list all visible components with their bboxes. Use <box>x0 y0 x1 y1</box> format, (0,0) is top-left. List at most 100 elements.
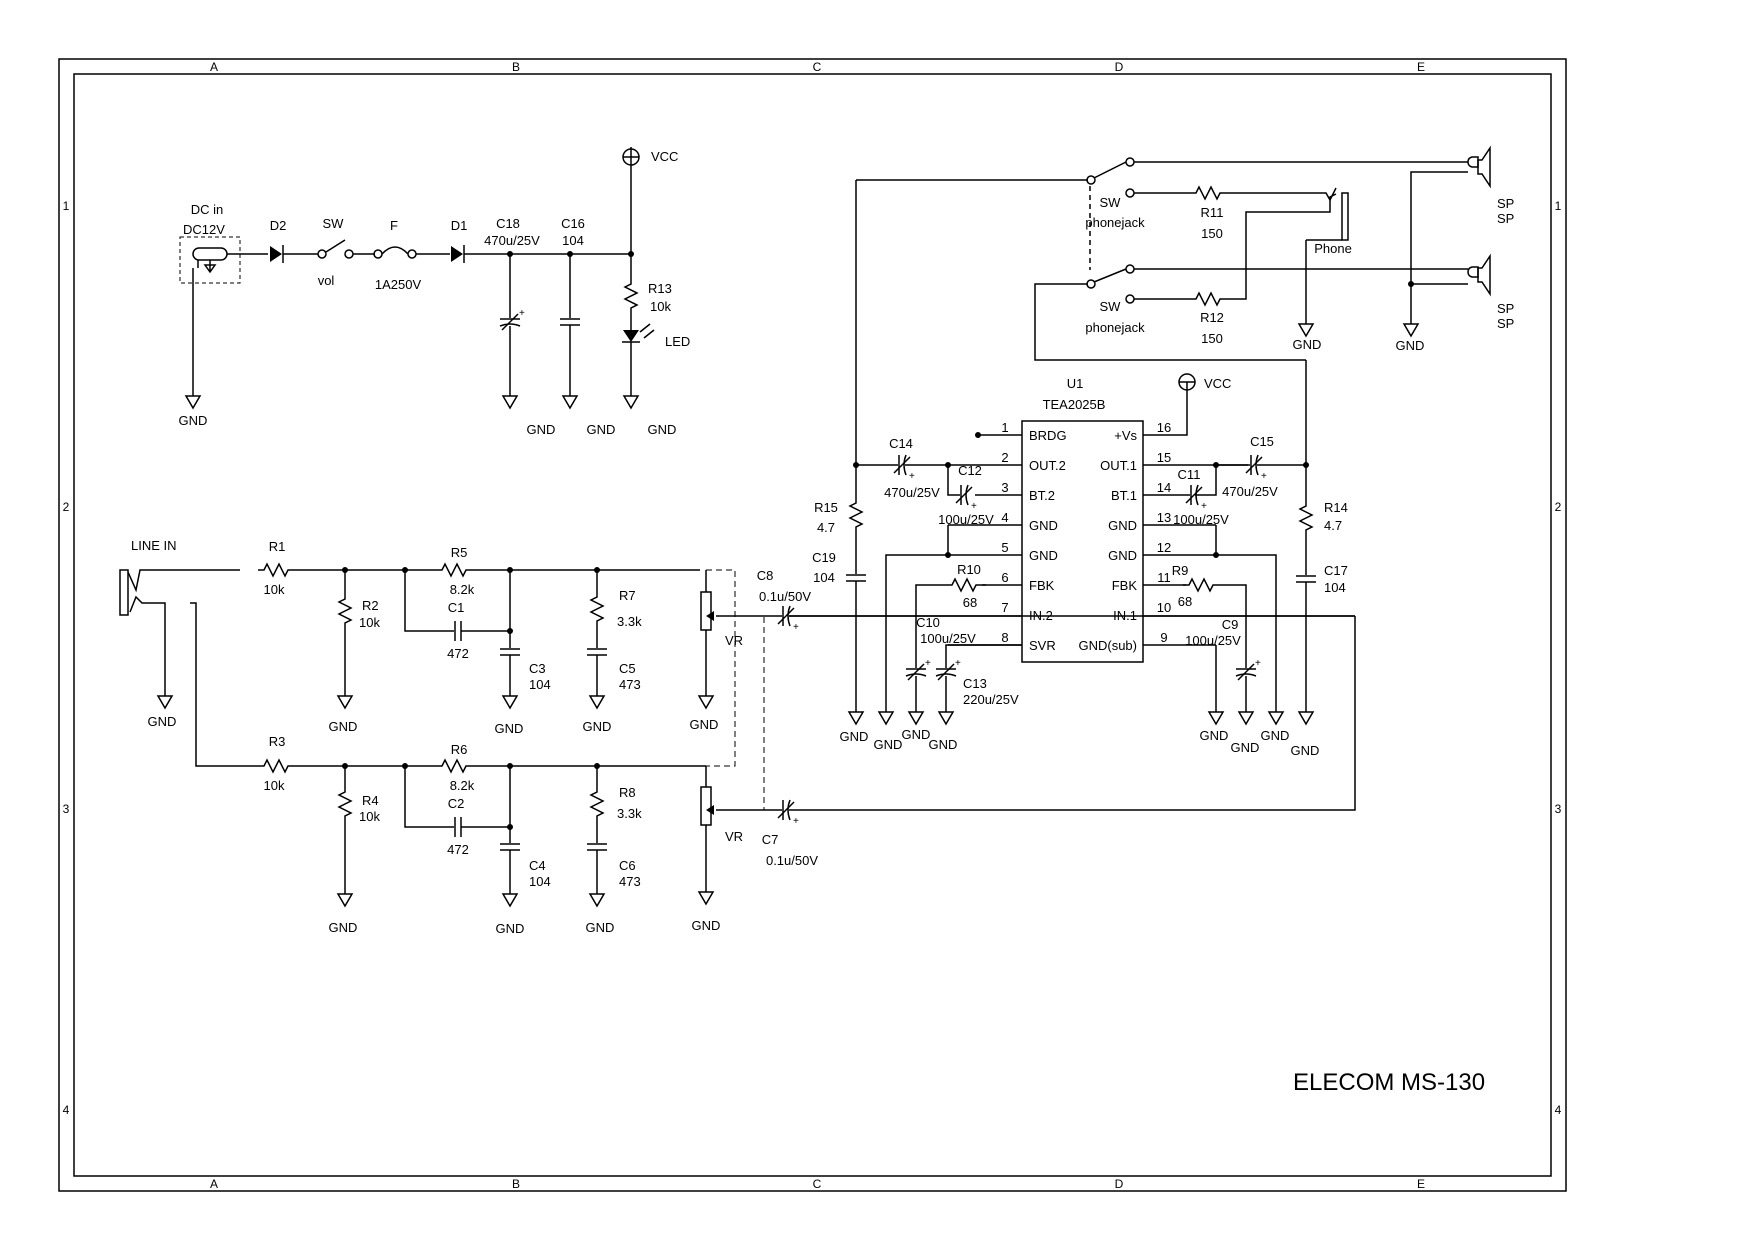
r11-label: R11 <box>1201 205 1224 220</box>
dc-jack-pin <box>192 247 228 261</box>
capacitor-c12 <box>955 484 978 513</box>
speaker-bottom <box>1477 253 1491 297</box>
potentiometer-vr-bottom <box>700 786 712 826</box>
r11-value: 150 <box>1201 226 1223 241</box>
c12-value: 100u/25V <box>938 512 994 527</box>
gnd-label-dcjack: GND <box>179 413 208 428</box>
c8-label: C8 <box>757 568 774 583</box>
zone-col-e-bottom: E <box>1417 1177 1425 1191</box>
gnd-symbol-vr-bottom <box>698 885 714 905</box>
r6-label: R6 <box>451 742 468 757</box>
c13-label: C13 <box>963 676 987 691</box>
zone-row-1-left: 1 <box>63 199 70 213</box>
gnd-symbol-c9 <box>1238 705 1254 725</box>
c3-label: C3 <box>529 661 546 676</box>
r5-label: R5 <box>451 545 468 560</box>
fuse-value: 1A250V <box>375 277 422 292</box>
gnd-symbol-c10 <box>908 705 924 725</box>
r2-value: 10k <box>359 615 380 630</box>
r4-value: 10k <box>359 809 380 824</box>
zone-row-4-left: 4 <box>63 1103 70 1117</box>
c11-label: C11 <box>1178 467 1201 482</box>
speaker-top-coil <box>1467 156 1479 168</box>
c19-label: C19 <box>812 550 836 565</box>
c17-label: C17 <box>1324 563 1348 578</box>
gnd-symbol-c5 <box>589 689 605 709</box>
resistor-r8 <box>590 785 604 823</box>
gnd-label-pin12: GND <box>1261 728 1290 743</box>
phone-jack <box>1341 192 1349 241</box>
c14-label: C14 <box>889 436 913 451</box>
ic-u1-body <box>1021 420 1144 663</box>
phonejack-switch-top-blade <box>1093 161 1127 179</box>
resistor-r11 <box>1189 186 1227 200</box>
r12-value: 150 <box>1201 331 1223 346</box>
pin-name-9: GND(sub) <box>1078 638 1137 653</box>
capacitor-c7 <box>777 799 800 828</box>
resistor-r13 <box>624 277 638 315</box>
sw-bottom-label: SW <box>1100 299 1122 314</box>
r8-value: 3.3k <box>617 806 642 821</box>
r9-value: 68 <box>1178 594 1192 609</box>
c10-label: C10 <box>916 615 940 630</box>
capacitor-c16 <box>559 318 581 326</box>
gnd-symbol-phone <box>1298 317 1314 337</box>
sw-value: vol <box>318 273 335 288</box>
r1-label: R1 <box>269 539 286 554</box>
r2-label: R2 <box>362 598 379 613</box>
zone-row-4-right: 4 <box>1555 1103 1562 1117</box>
capacitor-c15 <box>1245 454 1268 483</box>
pin-name-12: GND <box>1108 548 1137 563</box>
gnd-symbol-c4 <box>502 887 518 907</box>
dc-rating-label: DC12V <box>183 222 225 237</box>
zone-markers: A B C D E A B C D E 1 2 3 4 1 2 3 4 <box>63 60 1562 1191</box>
r13-label: R13 <box>648 281 672 296</box>
phonejack-switch-top-common <box>1086 175 1096 185</box>
line-in-jack <box>119 569 129 616</box>
vr-label-top: VR <box>725 633 743 648</box>
inner-frame <box>73 73 1552 1177</box>
led-indicator <box>623 330 639 342</box>
gnd-symbol-vr-top <box>698 689 714 709</box>
pin-num-15: 15 <box>1157 450 1171 465</box>
pin-num-1: 1 <box>1001 420 1008 435</box>
pin-name-11: FBK <box>1112 578 1138 593</box>
c6-value: 473 <box>619 874 641 889</box>
pin-name-10: IN.1 <box>1113 608 1137 623</box>
u1-label: U1 <box>1067 376 1084 391</box>
r5-value: 8.2k <box>450 582 475 597</box>
gnd-label-vr-top: GND <box>690 717 719 732</box>
pin-name-8: SVR <box>1029 638 1056 653</box>
c4-value: 104 <box>529 874 551 889</box>
pin-name-1: BRDG <box>1029 428 1067 443</box>
line-in-tip <box>127 569 240 593</box>
gnd-label-pin5: GND <box>874 737 903 752</box>
line-in-label: LINE IN <box>131 538 177 553</box>
r9-label: R9 <box>1172 563 1189 578</box>
c1-label: C1 <box>448 600 465 615</box>
c15-value: 470u/25V <box>1222 484 1278 499</box>
pin-num-6: 6 <box>1001 570 1008 585</box>
c18-label: C18 <box>496 216 520 231</box>
capacitor-c2 <box>454 816 462 838</box>
gnd-symbol-c17 <box>1298 705 1314 725</box>
r12-label: R12 <box>1200 310 1224 325</box>
sp2b-label: SP <box>1497 316 1514 331</box>
gnd-label-r2: GND <box>329 719 358 734</box>
gnd-label-phone: GND <box>1293 337 1322 352</box>
r6-value: 8.2k <box>450 778 475 793</box>
gnd-label-c9: GND <box>1231 740 1260 755</box>
c10-value: 100u/25V <box>920 631 976 646</box>
phone-jack-tip <box>1310 187 1337 202</box>
gnd-label-r4: GND <box>329 920 358 935</box>
u1-part: TEA2025B <box>1043 397 1106 412</box>
r8-label: R8 <box>619 785 636 800</box>
zone-row-3-right: 3 <box>1555 802 1562 816</box>
capacitor-c17 <box>1295 575 1317 583</box>
r14-label: R14 <box>1324 500 1348 515</box>
r1-value: 10k <box>264 582 285 597</box>
pin-num-8: 8 <box>1001 630 1008 645</box>
switch-sw-contact-b <box>344 249 354 259</box>
sw-bottom-phonejack: phonejack <box>1085 320 1145 335</box>
resistor-r3 <box>257 759 295 773</box>
